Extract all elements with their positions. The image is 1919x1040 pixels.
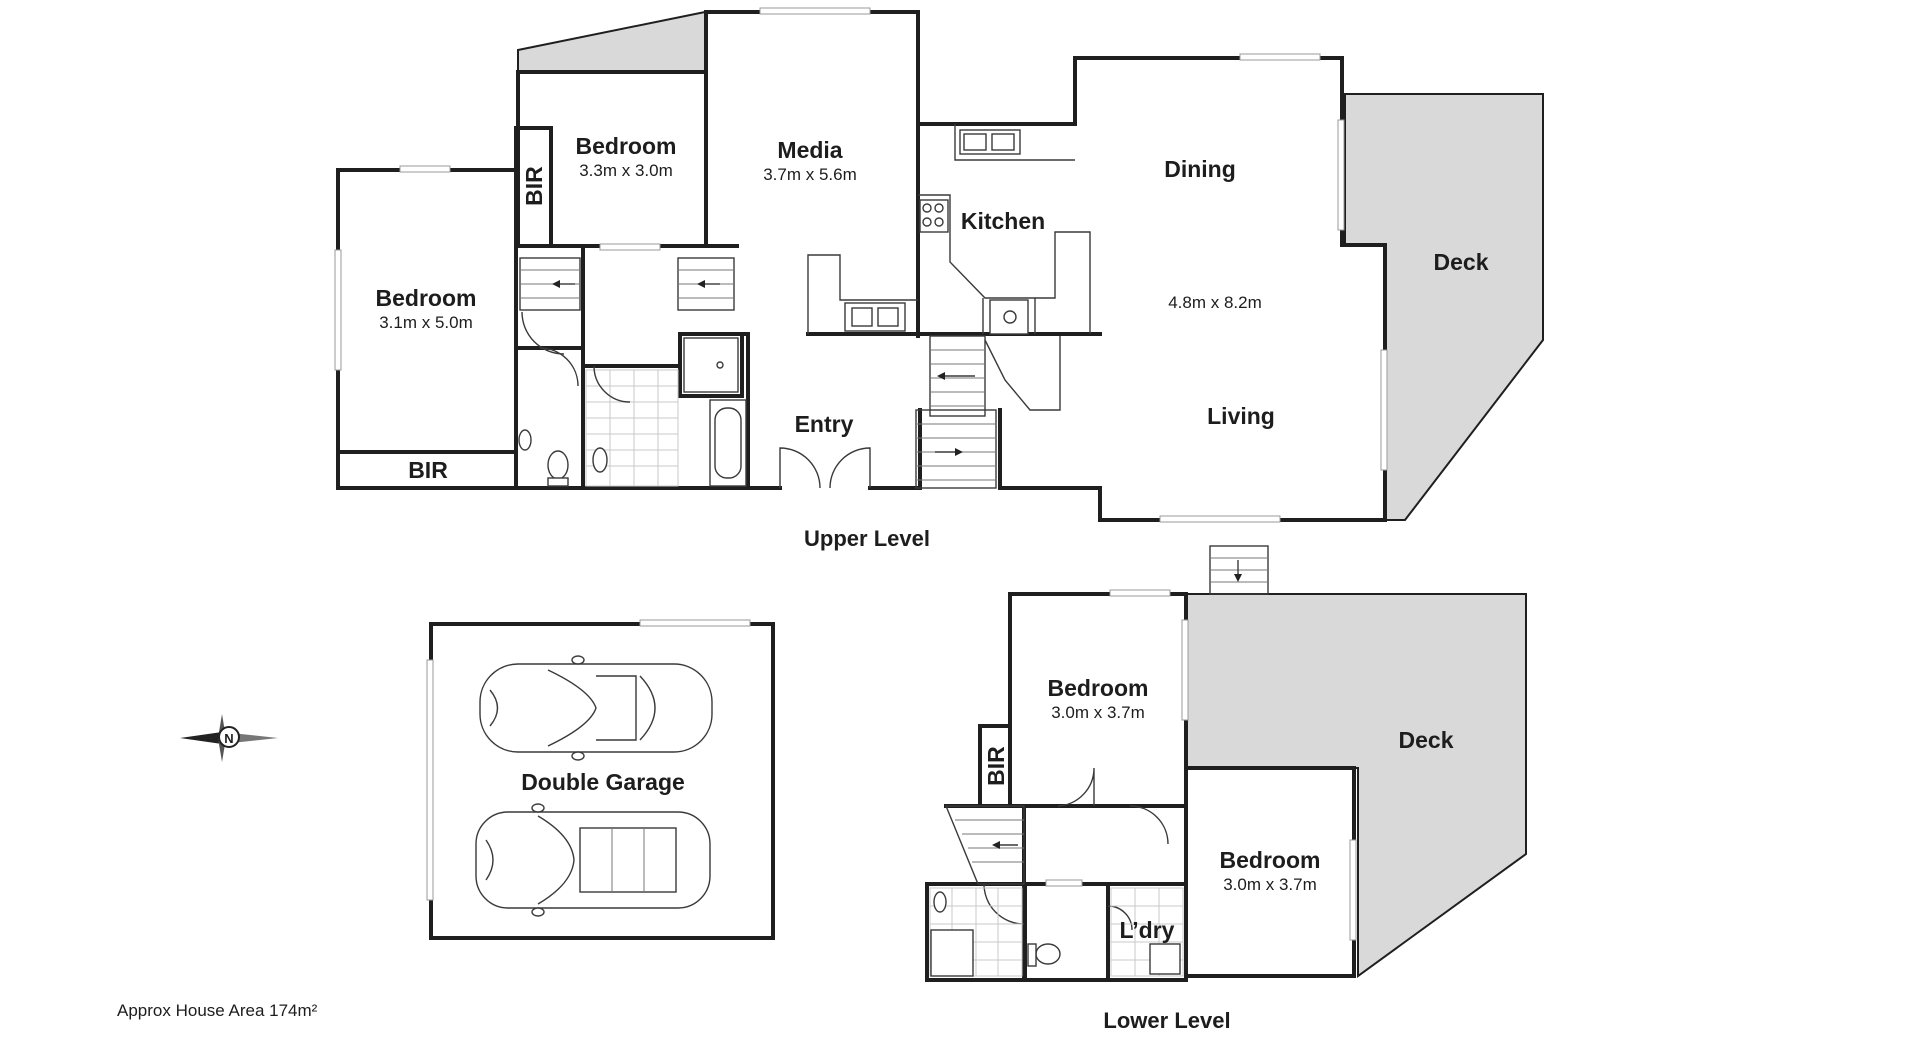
suv-icon — [475, 803, 711, 917]
upper-deck-label: Deck — [1434, 249, 1489, 275]
dishwasher-icon — [989, 299, 1029, 335]
upper-bir-b-label: BIR — [408, 457, 448, 483]
dining-label: Dining — [1164, 156, 1236, 182]
kitchen-benches — [807, 124, 1091, 335]
car-icon — [479, 655, 713, 761]
lower-shower-icon — [930, 929, 974, 977]
lower-level: Bedroom 3.0m x 3.7m BIR Bedroom 3.0m x 3… — [925, 545, 1527, 1033]
upper-bedroom-a-name: Bedroom — [576, 133, 677, 159]
lower-bedroom-a-size: 3.0m x 3.7m — [1051, 703, 1145, 722]
roof-area-shading — [517, 10, 706, 73]
laundry-tub-icon — [1149, 943, 1181, 975]
lower-stairs — [944, 545, 1269, 885]
lower-bir-label: BIR — [983, 746, 1009, 786]
lower-basin-icon — [933, 891, 947, 913]
media-size: 3.7m x 5.6m — [763, 165, 857, 184]
living-label: Living — [1207, 403, 1275, 429]
upper-level: Bedroom 3.3m x 3.0m BIR Bedroom 3.1m x 5… — [334, 7, 1544, 551]
upper-bir-a-label: BIR — [521, 166, 547, 206]
upper-windows — [334, 7, 1388, 523]
lower-level-label: Lower Level — [1103, 1008, 1230, 1033]
toilet-icon — [547, 450, 569, 480]
kitchen-label: Kitchen — [961, 208, 1045, 234]
lower-bedroom-a-name: Bedroom — [1048, 675, 1149, 701]
shower-icon — [683, 337, 739, 393]
laundry-label: L’dry — [1120, 917, 1175, 943]
upper-level-label: Upper Level — [804, 526, 930, 551]
garage: Double Garage — [426, 619, 775, 940]
compass-letter: N — [224, 731, 233, 746]
media-name: Media — [777, 137, 842, 163]
upper-stairs — [519, 257, 1061, 489]
upper-bedroom-b-name: Bedroom — [376, 285, 477, 311]
upper-bedroom-b-size: 3.1m x 5.0m — [379, 313, 473, 332]
lower-bedroom-b-size: 3.0m x 3.7m — [1223, 875, 1317, 894]
entry-doors — [779, 447, 871, 489]
upper-bedroom-a-size: 3.3m x 3.0m — [579, 161, 673, 180]
upper-deck — [1344, 93, 1544, 521]
lower-wet-areas — [929, 879, 1184, 977]
lower-bedroom-b-name: Bedroom — [1220, 847, 1321, 873]
entry-label: Entry — [795, 411, 854, 437]
lower-deck-label: Deck — [1399, 727, 1454, 753]
lower-toilet-icon — [1035, 943, 1061, 965]
compass-icon: N — [180, 714, 278, 762]
garage-label: Double Garage — [521, 769, 685, 795]
basin-icon — [592, 447, 608, 473]
upper-bathroom — [518, 311, 747, 487]
upper-walls — [336, 10, 1387, 522]
dining-living-size: 4.8m x 8.2m — [1168, 293, 1262, 312]
area-note: Approx House Area 174m² — [117, 1001, 318, 1020]
